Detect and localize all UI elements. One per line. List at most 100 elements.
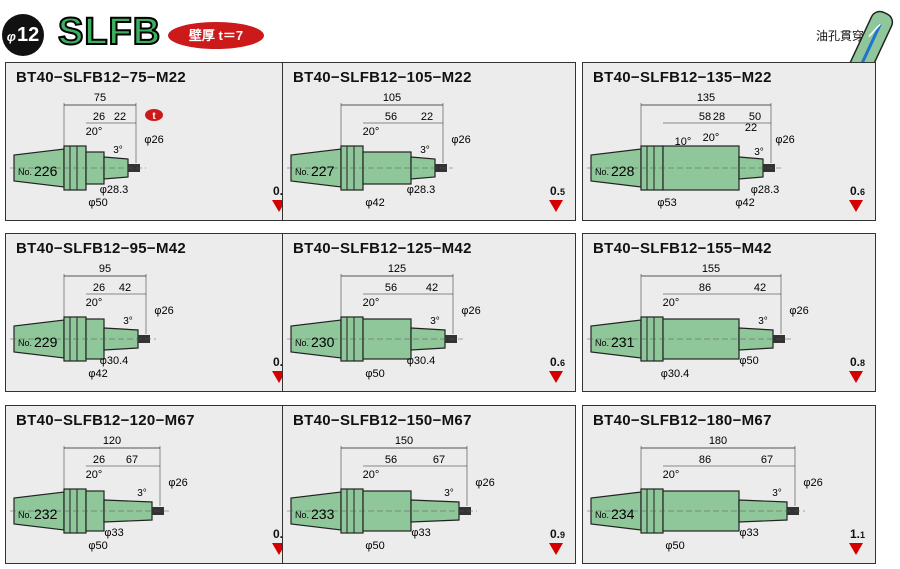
neck-diameter: φ28.3 — [407, 184, 436, 196]
tip-diameter: φ26 — [451, 134, 470, 146]
body-length: 56 — [385, 454, 397, 466]
weight-label: 1.1 — [849, 527, 865, 541]
weight-label: 0.9 — [549, 527, 565, 541]
body-diameter: φ53 — [657, 197, 676, 209]
tool-number-prefix: No. — [18, 167, 32, 177]
tool-number-prefix: No. — [295, 338, 309, 348]
down-arrow-icon — [849, 200, 863, 212]
overall-length: 75 — [94, 92, 106, 104]
body-length: 56 — [385, 282, 397, 294]
weight-label: 0.6 — [549, 355, 565, 369]
neck-length: 42 — [754, 282, 766, 294]
part-number: BT40−SLFB12−155−M42 — [593, 240, 772, 257]
step-length: 28 — [713, 111, 725, 123]
body-diameter: φ30.4 — [661, 368, 690, 380]
part-number: BT40−SLFB12−105−M22 — [293, 69, 472, 86]
body-diameter: φ50 — [365, 368, 384, 380]
taper-angle: 20° — [703, 132, 720, 144]
wall-thickness-mark — [145, 109, 163, 121]
part-number: BT40−SLFB12−95−M42 — [16, 240, 187, 257]
body-diameter: φ50 — [88, 540, 107, 552]
neck-length: 67 — [433, 454, 445, 466]
oil-hole-note: 油孔貫穿 — [816, 29, 865, 43]
tool-number: 227 — [311, 163, 335, 179]
taper-angle: 20° — [86, 469, 103, 481]
tool-number: 228 — [611, 163, 635, 179]
neck-diameter: φ33 — [411, 527, 430, 539]
neck-diameter: φ28.3 — [100, 184, 129, 196]
body-diameter: φ50 — [665, 540, 684, 552]
wall-thickness-badge: 壁厚 t＝7 — [168, 22, 264, 49]
tool-number-prefix: No. — [595, 338, 609, 348]
neck-diameter: φ50 — [739, 355, 758, 367]
body-length: 26 — [93, 111, 105, 123]
part-number: BT40−SLFB12−75−M22 — [16, 69, 187, 86]
part-number: BT40−SLFB12−120−M67 — [16, 412, 195, 429]
tip-diameter: φ26 — [789, 305, 808, 317]
neck-angle: 3° — [420, 145, 430, 156]
overall-length: 95 — [99, 263, 111, 275]
down-arrow-icon — [849, 543, 863, 555]
tip-diameter: φ26 — [154, 305, 173, 317]
tip-diameter: φ26 — [475, 477, 494, 489]
neck-angle: 3° — [772, 488, 782, 499]
neck-diameter: φ33 — [104, 527, 123, 539]
overall-length: 150 — [395, 435, 413, 447]
cutter-stub — [787, 507, 799, 515]
taper-angle: 10° — [675, 136, 692, 148]
neck-length: 50 — [749, 111, 761, 123]
tool-number: 230 — [311, 334, 335, 350]
wall-thickness-mark-label: t — [152, 111, 156, 122]
neck — [738, 327, 774, 351]
part-number: BT40−SLFB12−150−M67 — [293, 412, 472, 429]
neck — [103, 156, 129, 180]
neck-diameter: φ30.4 — [407, 355, 436, 367]
tip-diameter: φ26 — [461, 305, 480, 317]
tool-number-prefix: No. — [295, 510, 309, 520]
body-diameter: φ50 — [88, 197, 107, 209]
part-number: BT40−SLFB12−180−M67 — [593, 412, 772, 429]
tool-panel-229[interactable]: BT40−SLFB12−95−M420.6No.22995264220°3°φ2… — [5, 233, 299, 392]
taper-angle: 20° — [363, 469, 380, 481]
tool-panel-226[interactable]: BT40−SLFB12−75−M220.4No.22675262220°3°φ2… — [5, 62, 299, 221]
body-length: 86 — [699, 282, 711, 294]
neck-length: 67 — [126, 454, 138, 466]
cutter-stub — [128, 164, 140, 172]
tool-number: 234 — [611, 506, 635, 522]
step-length: 22 — [745, 122, 757, 134]
part-number: BT40−SLFB12−135−M22 — [593, 69, 772, 86]
neck-angle: 3° — [123, 316, 133, 327]
cutter-stub — [138, 335, 150, 343]
tool-panel-232[interactable]: BT40−SLFB12−120−M670.8No.232120266720°3°… — [5, 405, 299, 564]
body-length: 26 — [93, 454, 105, 466]
tool-number: 229 — [34, 334, 58, 350]
overall-length: 135 — [697, 92, 715, 104]
tool-number: 226 — [34, 163, 58, 179]
tip-diameter: φ26 — [803, 477, 822, 489]
weight-label: 0.5 — [549, 184, 565, 198]
tip-diameter: φ26 — [144, 134, 163, 146]
cutter-stub — [459, 507, 471, 515]
taper-angle: 20° — [663, 297, 680, 309]
part-number: BT40−SLFB12−125−M42 — [293, 240, 472, 257]
neck-length: 22 — [421, 111, 433, 123]
tip-diameter: φ26 — [775, 134, 794, 146]
weight-label: 0.6 — [849, 184, 865, 198]
neck-angle: 3° — [430, 316, 440, 327]
tool-number-prefix: No. — [595, 510, 609, 520]
tool-number: 232 — [34, 506, 58, 522]
down-arrow-icon — [549, 543, 563, 555]
series-title: SLFB — [57, 10, 162, 54]
neck-diameter: φ33 — [739, 527, 758, 539]
neck-length: 42 — [119, 282, 131, 294]
neck-length: 22 — [114, 111, 126, 123]
overall-length: 105 — [383, 92, 401, 104]
